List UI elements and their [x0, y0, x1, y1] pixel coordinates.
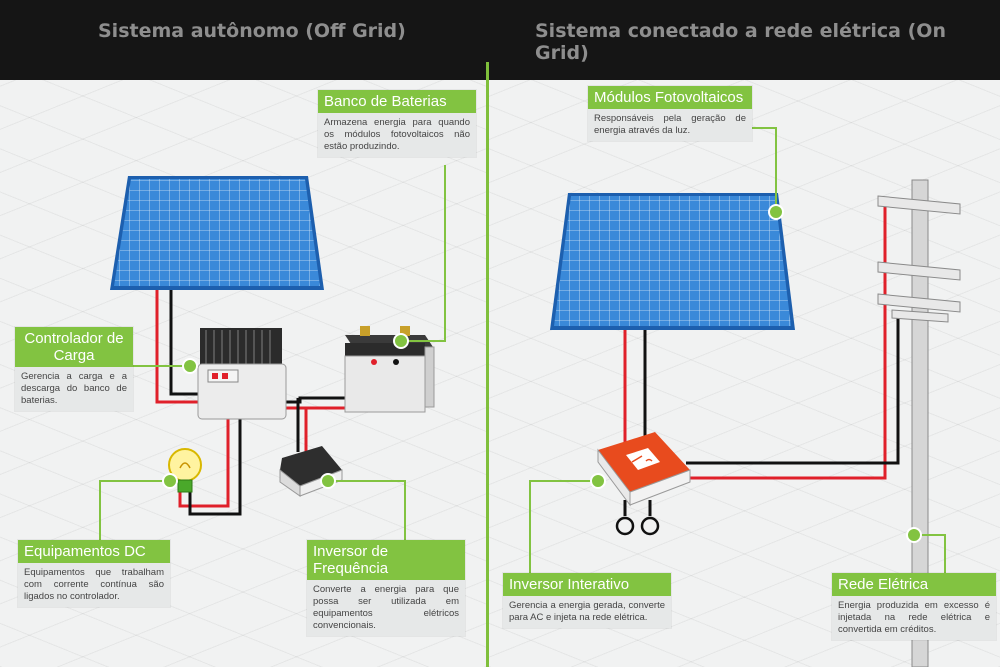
connector-inversor-int: [529, 480, 600, 575]
connector-inversor-freq: [328, 480, 406, 540]
callout-inversor-interativo: Inversor Interativo Gerencia a energia g…: [503, 573, 671, 628]
wire-panel-controller-red: [155, 285, 205, 404]
wire-inverter-grid-black: [686, 310, 900, 465]
outlet-icons: [615, 516, 660, 536]
on-grid-heading: Sistema conectado a rede elétrica (On Gr…: [535, 20, 946, 64]
wire-lamp-black: [188, 418, 242, 516]
callout-title: Banco de Baterias: [318, 90, 476, 113]
callout-text: Gerencia a carga e a descarga do banco d…: [21, 371, 127, 406]
charge-controller: [197, 328, 287, 420]
interactive-inverter: [597, 432, 691, 507]
callout-title: Inversor de Frequência: [307, 540, 465, 580]
wire-inverter-grid-red: [686, 200, 887, 480]
connector-modulos: [752, 127, 777, 212]
on-grid-connectors: [529, 127, 946, 575]
callout-text: Energia produzida em excesso é injetada …: [838, 600, 990, 635]
on-grid-wires: [623, 200, 900, 516]
connector-equipamentos: [99, 480, 168, 540]
callout-text: Armazena energia para quando os módulos …: [324, 117, 470, 152]
connector-rede: [914, 534, 946, 573]
off-grid-dots: [162, 333, 409, 489]
callout-title: Controlador de Carga: [15, 327, 133, 367]
on-grid-solar-panel: [550, 193, 795, 330]
panel-divider: [486, 62, 489, 667]
callout-title: Módulos Fotovoltaicos: [588, 86, 752, 109]
off-grid-heading: Sistema autônomo (Off Grid): [98, 20, 406, 42]
off-grid-solar-panel: [110, 176, 324, 290]
callout-text: Responsáveis pela geração de energia atr…: [594, 113, 746, 136]
wire-lamp-red: [178, 418, 230, 508]
battery: [344, 326, 435, 413]
callout-text: Gerencia a energia gerada, converte para…: [509, 600, 665, 623]
off-grid-connectors: [99, 165, 446, 540]
wire-panel-controller-black: [169, 285, 205, 396]
callout-title: Equipamentos DC: [18, 540, 170, 563]
callout-rede-eletrica: Rede Elétrica Energia produzida em exces…: [832, 573, 996, 640]
callout-equipamentos-dc: Equipamentos DC Equipamentos que trabalh…: [18, 540, 170, 607]
on-grid-dots: [590, 204, 922, 543]
callout-title: Rede Elétrica: [832, 573, 996, 596]
header-bar: Sistema autônomo (Off Grid) Sistema cone…: [0, 0, 1000, 80]
utility-pole: [877, 179, 961, 667]
callout-inversor-de-frequencia: Inversor de Frequência Converte a energi…: [307, 540, 465, 636]
callout-title: Inversor Interativo: [503, 573, 671, 596]
connector-banco: [402, 165, 446, 342]
callout-banco-de-baterias: Banco de Baterias Armazena energia para …: [318, 90, 476, 157]
lamp-icon: [168, 448, 202, 493]
callout-text: Equipamentos que trabalham com corrente …: [24, 567, 164, 602]
callout-text: Converte a energia para que possa ser ut…: [313, 584, 459, 631]
frequency-inverter: [279, 446, 343, 497]
callout-controlador-de-carga: Controlador de Carga Gerencia a carga e …: [15, 327, 133, 411]
callout-modulos-fotovoltaicos: Módulos Fotovoltaicos Responsáveis pela …: [588, 86, 752, 141]
